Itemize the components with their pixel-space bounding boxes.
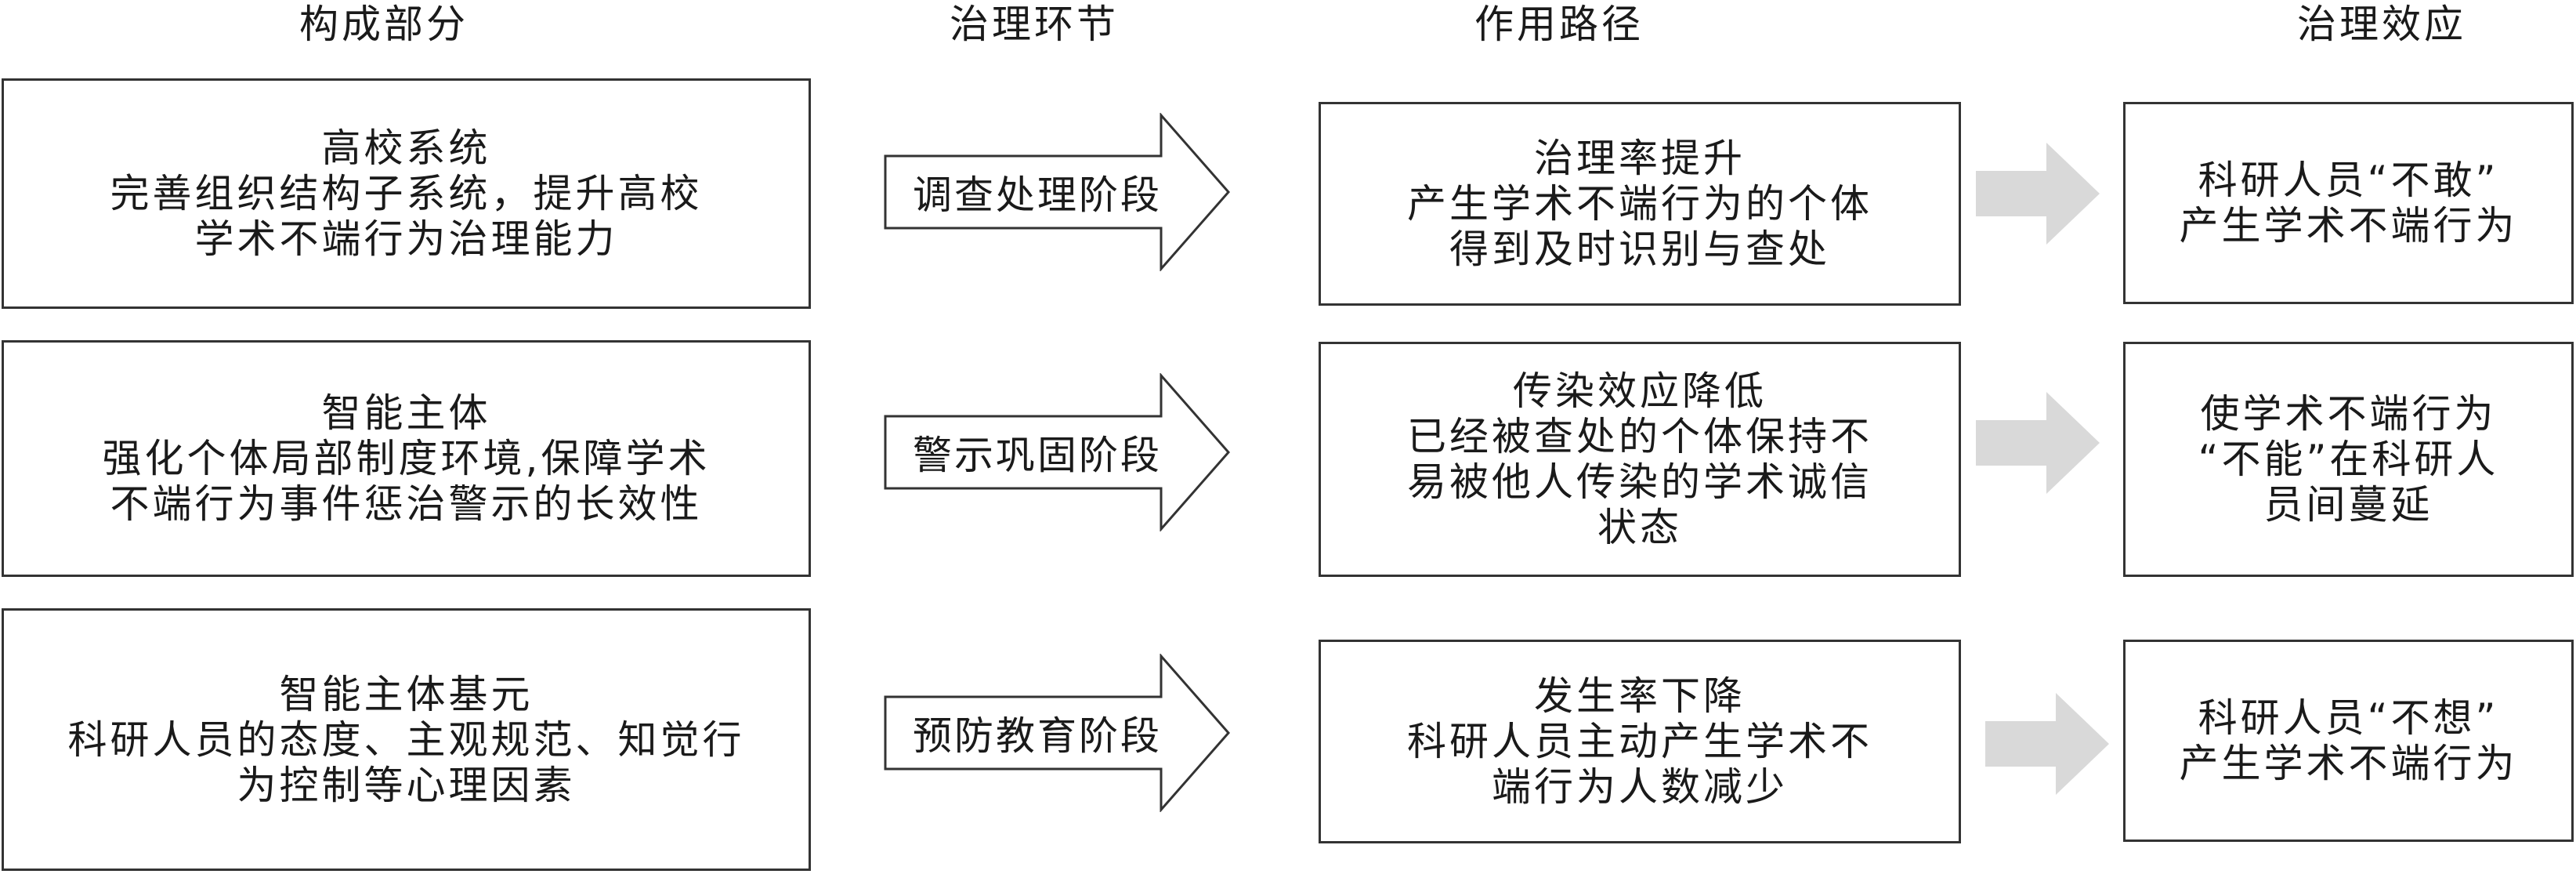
path-text: 易被他人传染的学术诚信 — [1407, 459, 1872, 505]
path-title: 发生率下降 — [1534, 673, 1746, 719]
grey-arrow-icon — [1976, 392, 2100, 494]
component-text: 学术不端行为治理能力 — [194, 216, 618, 262]
component-text: 完善组织结构子系统，提升高校 — [110, 171, 703, 216]
header-effects: 治理效应 — [2297, 2, 2466, 47]
effect-box-do-not-want: 科研人员“不想” 产生学术不端行为 — [2123, 640, 2574, 842]
effect-text: 产生学术不端行为 — [2179, 741, 2518, 786]
header-stages: 治理环节 — [950, 2, 1119, 47]
path-title: 治理率提升 — [1534, 136, 1746, 181]
path-title: 传染效应降低 — [1513, 368, 1767, 414]
path-box-contagion-effect: 传染效应降低 已经被查处的个体保持不 易被他人传染的学术诚信 状态 — [1319, 342, 1961, 577]
component-text: 不端行为事件惩治警示的长效性 — [110, 481, 703, 527]
stage-arrow-warning: 警示巩固阶段 — [884, 373, 1232, 531]
path-text: 产生学术不端行为的个体 — [1407, 181, 1872, 227]
grey-arrow-icon — [1976, 143, 2100, 245]
stage-label: 警示巩固阶段 — [913, 433, 1162, 478]
effect-text: 产生学术不端行为 — [2179, 203, 2518, 248]
component-box-intelligent-agent: 智能主体 强化个体局部制度环境,保障学术 不端行为事件惩治警示的长效性 — [2, 340, 811, 577]
component-text: 强化个体局部制度环境,保障学术 — [102, 436, 711, 481]
path-box-governance-rate: 治理率提升 产生学术不端行为的个体 得到及时识别与查处 — [1319, 102, 1961, 306]
component-text: 科研人员的态度、主观规范、知觉行 — [67, 716, 745, 763]
outline-arrow-icon — [884, 113, 1230, 271]
component-title: 智能主体 — [321, 390, 491, 436]
path-text: 端行为人数减少 — [1492, 764, 1788, 810]
path-box-incidence-rate: 发生率下降 科研人员主动产生学术不 端行为人数减少 — [1319, 640, 1961, 843]
effect-text: “不能”在科研人 — [2198, 437, 2499, 482]
outline-arrow-icon — [884, 654, 1230, 812]
component-box-agent-element: 智能主体基元 科研人员的态度、主观规范、知觉行 为控制等心理因素 — [2, 608, 811, 871]
effect-box-cannot: 使学术不端行为 “不能”在科研人 员间蔓延 — [2123, 342, 2574, 577]
header-paths: 作用路径 — [1474, 2, 1644, 47]
header-components: 构成部分 — [299, 2, 469, 47]
outline-arrow-icon — [884, 373, 1230, 531]
stage-arrow-investigation: 调查处理阶段 — [884, 113, 1232, 271]
path-text: 得到及时识别与查处 — [1449, 227, 1830, 272]
stage-label: 调查处理阶段 — [913, 172, 1162, 218]
component-text: 为控制等心理因素 — [237, 762, 576, 808]
effect-text: 使学术不端行为 — [2200, 391, 2497, 437]
effect-text: 员间蔓延 — [2263, 482, 2433, 528]
component-title: 高校系统 — [321, 125, 491, 171]
effect-text: 科研人员“不想” — [2198, 695, 2499, 741]
effect-box-dare-not: 科研人员“不敢” 产生学术不端行为 — [2123, 102, 2574, 304]
component-title: 智能主体基元 — [279, 671, 534, 717]
grey-arrow-icon — [1985, 693, 2109, 795]
effect-text: 科研人员“不敢” — [2198, 158, 2499, 203]
component-box-university-system: 高校系统 完善组织结构子系统，提升高校 学术不端行为治理能力 — [2, 78, 811, 309]
path-text: 已经被查处的个体保持不 — [1407, 414, 1872, 459]
path-text: 状态 — [1597, 505, 1682, 550]
stage-arrow-prevention: 预防教育阶段 — [884, 654, 1232, 812]
path-text: 科研人员主动产生学术不 — [1407, 719, 1872, 764]
stage-label: 预防教育阶段 — [913, 713, 1162, 759]
